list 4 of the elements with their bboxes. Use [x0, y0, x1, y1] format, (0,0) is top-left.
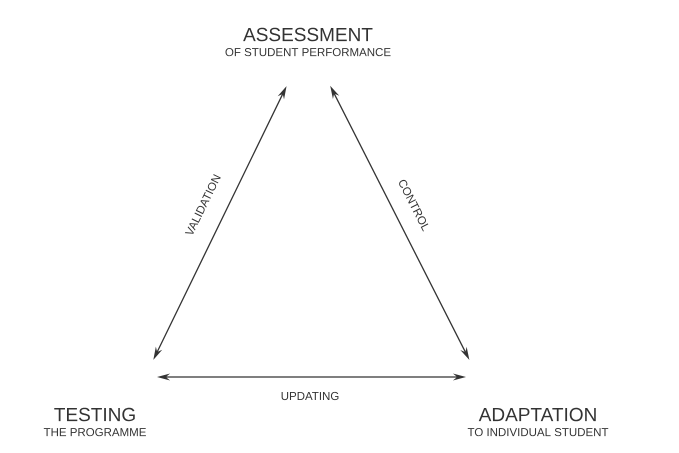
heading-text: ASSESSMENT OF STUDENT PERFORMANCE: [226, 28, 391, 56]
heading-text: ADAPTATION TO INDIVIDUAL STUDENT: [468, 408, 608, 436]
heading-text: TESTING THE PROGRAMME: [44, 408, 146, 436]
edge-label: UPDATING: [280, 390, 340, 402]
